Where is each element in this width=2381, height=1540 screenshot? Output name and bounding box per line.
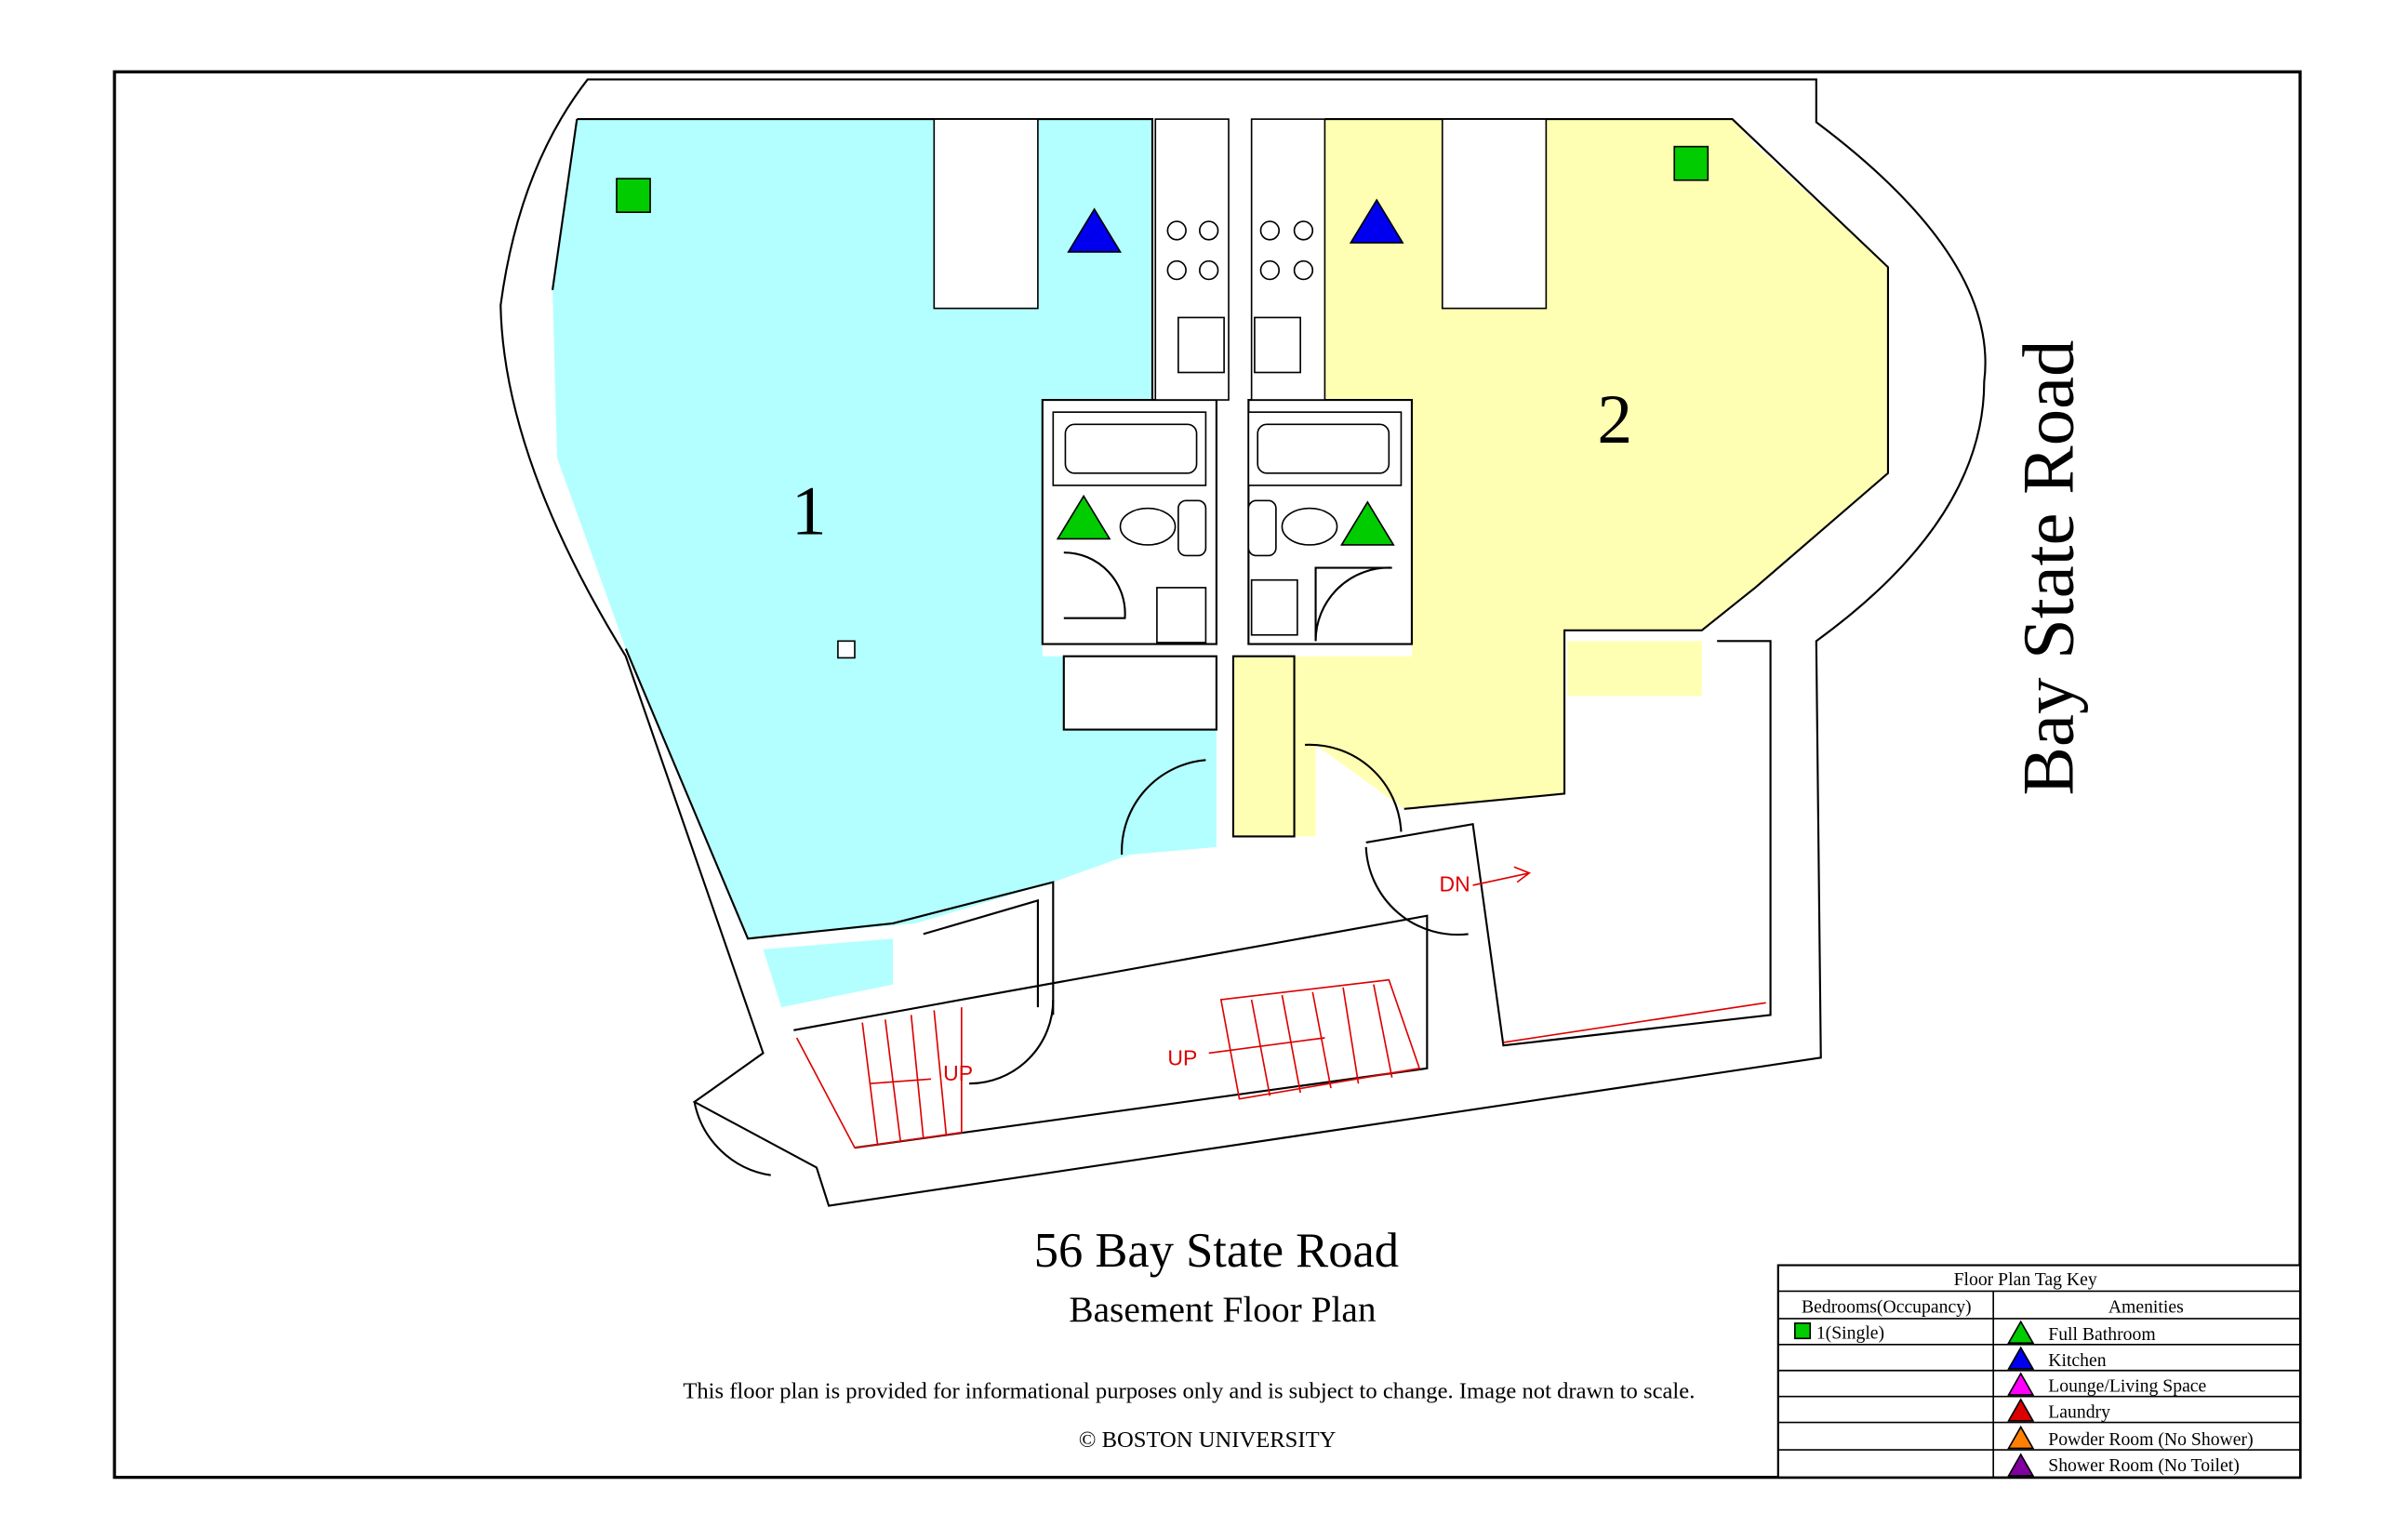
legend-amenities-header: Amenities bbox=[2108, 1296, 2184, 1317]
legend-title: Floor Plan Tag Key bbox=[1954, 1269, 2097, 1290]
disclaimer: This floor plan is provided for informat… bbox=[683, 1378, 1695, 1403]
bedroom-single-icon bbox=[616, 178, 651, 214]
legend-bedrooms-header: Bedrooms(Occupancy) bbox=[1802, 1296, 1972, 1317]
bedroom-single-icon bbox=[1673, 145, 1709, 181]
legend-label: Kitchen bbox=[2048, 1350, 2106, 1371]
closet-right bbox=[1441, 118, 1548, 310]
room-2-area[interactable] bbox=[1232, 119, 1888, 837]
kitchen-triangle-icon bbox=[2007, 1346, 2035, 1370]
exterior-wall bbox=[499, 78, 1987, 1207]
legend-label: Full Bathroom bbox=[2048, 1324, 2155, 1345]
floor-title: Basement Floor Plan bbox=[1069, 1289, 1377, 1330]
room-1-number: 1 bbox=[791, 472, 827, 550]
legend-label: Powder Room (No Shower) bbox=[2048, 1429, 2253, 1450]
kitchen-triangle-icon bbox=[1067, 207, 1122, 253]
stairs-down[interactable]: DN bbox=[1439, 866, 1766, 1043]
legend-bedroom-label: 1(Single) bbox=[1816, 1322, 1884, 1343]
legend-amenity-laundry: Laundry bbox=[2007, 1398, 2110, 1423]
kitchen-1-counter bbox=[1154, 118, 1230, 401]
column bbox=[837, 640, 856, 659]
legend-amenity-shower-room: Shower Room (No Toilet) bbox=[2007, 1453, 2240, 1477]
room-1-closet bbox=[763, 938, 893, 1008]
powder-room-triangle-icon bbox=[2007, 1425, 2035, 1450]
full-bathroom-triangle-icon bbox=[1056, 494, 1111, 540]
stairs-up-label: UP bbox=[943, 1061, 973, 1085]
interior-walls bbox=[551, 118, 1890, 1149]
legend-amenity-kitchen: Kitchen bbox=[2007, 1346, 2107, 1371]
legend-amenity-full-bathroom: Full Bathroom bbox=[2007, 1320, 2156, 1345]
stairs-center[interactable]: UP bbox=[1167, 978, 1421, 1100]
legend-label: Shower Room (No Toilet) bbox=[2048, 1455, 2240, 1476]
legend-amenity-lounge: Lounge/Living Space bbox=[2007, 1372, 2207, 1397]
full-bathroom-triangle-icon bbox=[1340, 500, 1395, 546]
kitchen-triangle-icon bbox=[1349, 198, 1404, 244]
copyright: © BOSTON UNIVERSITY bbox=[1079, 1427, 1337, 1453]
street-label: Bay State Road bbox=[2009, 340, 2090, 796]
room-2-closet bbox=[1567, 641, 1702, 697]
room-2-number: 2 bbox=[1597, 381, 1632, 458]
bathroom-2-fixtures bbox=[1247, 411, 1403, 636]
door-swings bbox=[693, 551, 1469, 1176]
lounge-triangle-icon bbox=[2007, 1372, 2035, 1396]
kitchen-2-counter bbox=[1250, 118, 1326, 401]
bathroom-1-fixtures bbox=[1052, 411, 1207, 644]
stairs-up-label: UP bbox=[1167, 1046, 1197, 1070]
full-bathroom-triangle-icon bbox=[2007, 1320, 2035, 1345]
legend-label: Laundry bbox=[2048, 1402, 2110, 1423]
legend-bedroom-icon bbox=[1794, 1322, 1812, 1340]
room-1-area[interactable] bbox=[552, 119, 1217, 939]
laundry-triangle-icon bbox=[2007, 1398, 2035, 1422]
building-title: 56 Bay State Road bbox=[1034, 1224, 1399, 1278]
legend-amenity-powder-room: Powder Room (No Shower) bbox=[2007, 1425, 2254, 1450]
shower-room-triangle-icon bbox=[2007, 1453, 2035, 1477]
legend-table: Floor Plan Tag Key Bedrooms(Occupancy) A… bbox=[1776, 1264, 2302, 1479]
sheet-border bbox=[113, 70, 2302, 1480]
stairs-down-label: DN bbox=[1439, 871, 1470, 896]
legend-label: Lounge/Living Space bbox=[2048, 1376, 2206, 1397]
stairs-left: UP bbox=[795, 1007, 973, 1149]
closet-left bbox=[933, 118, 1039, 310]
